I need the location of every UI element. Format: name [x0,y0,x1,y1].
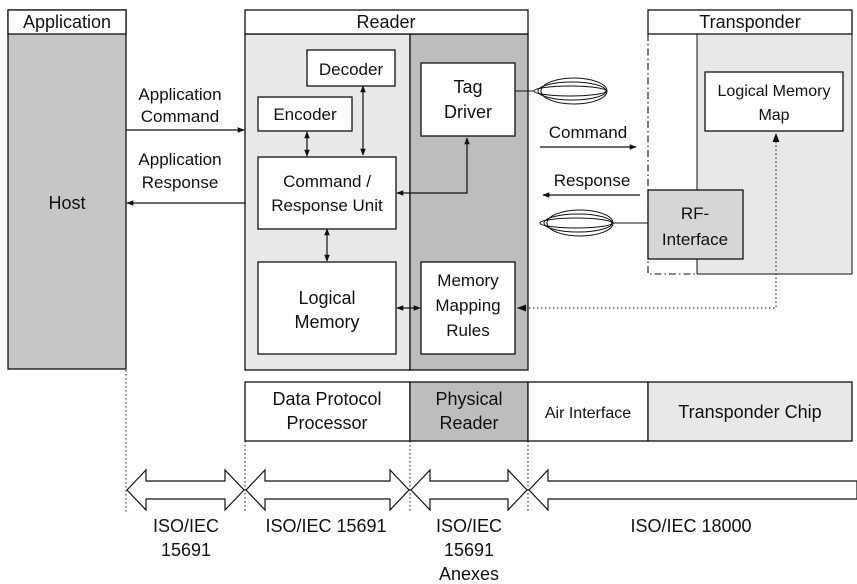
air-interface-scope-arrow [528,468,857,512]
tag-driver-line1: Tag [453,77,482,97]
standards-labels: ISO/IEC 15691 ISO/IEC 15691 ISO/IEC 1569… [153,516,752,584]
logical-memory-map-block: Logical Memory Map [704,71,844,132]
air-interface-label: Air Interface [545,405,631,422]
tag-driver-block: Tag Driver [420,62,516,137]
command-response-unit-block: Command / Response Unit [257,156,397,230]
logical-memory-map-line2: Map [758,107,789,124]
reader-title: Reader [356,12,415,32]
host-reader-scope-arrow [126,468,245,512]
host-label: Host [48,193,85,213]
application-response-signal: Application Response [126,150,245,206]
host-block: Application Host [7,9,127,370]
command-label: Command [549,123,627,142]
application-command-line1: Application [138,85,221,104]
memory-mapping-rules-line2: Mapping [435,296,500,315]
standard-host-reader-line2: 15691 [161,540,211,560]
memory-mapping-rules-line1: Memory [437,271,499,290]
rf-interface-line2: Interface [662,230,728,249]
application-response-line2: Response [142,173,219,192]
transponder-antenna-coil [539,209,648,237]
rf-interface-block: RF- Interface [647,189,744,260]
standard-host-reader-line1: ISO/IEC [153,516,219,536]
transponder-title: Transponder [699,12,800,32]
data-protocol-scope-arrow [245,468,410,512]
decoder-label: Decoder [319,60,384,79]
response-label: Response [554,171,631,190]
standard-physical-reader-line2: 15691 [444,540,494,560]
logical-memory-map-line1: Logical Memory [718,83,831,100]
cru-tag-driver-connector [396,137,470,196]
memory-mapping-rules-line3: Rules [446,321,489,340]
rf-interface-line1: RF- [681,204,709,223]
scope-arrows [126,468,857,512]
physical-reader-line2: Reader [439,413,498,433]
application-title: Application [23,12,111,32]
command-response-unit-line2: Response Unit [271,196,383,215]
transponder-chip-label: Transponder Chip [678,402,821,422]
logical-memory-line1: Logical [298,288,355,308]
memory-mapping-rules-block: Memory Mapping Rules [420,261,516,355]
command-signal: Command [540,123,637,150]
application-command-line2: Command [141,107,219,126]
data-protocol-processor-line2: Processor [286,413,367,433]
encoder-block: Encoder [257,96,353,132]
physical-reader-scope-arrow [410,468,528,512]
command-response-unit-line1: Command / [283,172,371,191]
layer-bar: Data Protocol Processor Physical Reader … [244,381,853,442]
response-signal: Response [542,171,640,198]
standard-data-protocol: ISO/IEC 15691 [265,516,386,536]
standard-physical-reader-line1: ISO/IEC [436,516,502,536]
logical-memory-block: Logical Memory [257,261,397,355]
data-protocol-processor-line1: Data Protocol [272,389,381,409]
tag-driver-line2: Driver [444,102,492,122]
application-command-signal: Application Command [126,85,245,133]
physical-reader-line1: Physical [435,389,502,409]
encoder-label: Encoder [273,105,337,124]
standard-air-interface: ISO/IEC 18000 [630,516,751,536]
application-response-line1: Application [138,150,221,169]
decoder-block: Decoder [306,49,396,87]
internal-connectors [304,85,780,312]
logical-memory-line2: Memory [294,312,359,332]
reader-antenna-coil [515,77,608,105]
standard-physical-reader-line3: Anexes [439,564,499,584]
